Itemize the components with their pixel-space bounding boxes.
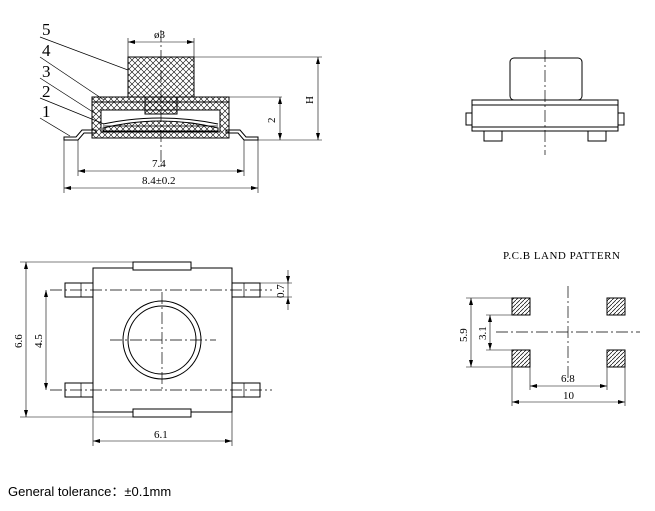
land-pattern-title: P.C.B LAND PATTERN — [503, 250, 620, 262]
side-section-view: 5 4 3 2 1 ø3 H — [39, 20, 322, 193]
dim-top-body-width-label: 6.1 — [154, 429, 168, 441]
cover-plate — [91, 96, 230, 103]
dim-land-inner-height-label: 3.1 — [477, 326, 489, 340]
front-terminal-left — [465, 112, 473, 126]
dim-pin-pitch: 4.5 — [33, 290, 48, 390]
dim-body-width: 7.4 — [77, 140, 245, 176]
dim-top-body-width: 6.1 — [92, 412, 233, 446]
dim-land-inner-height: 3.1 — [477, 314, 512, 351]
dim-land-outer-width-label: 10 — [563, 390, 575, 402]
dim-pin-pitch-label: 4.5 — [33, 334, 45, 348]
front-foot-right — [587, 130, 607, 142]
dim-total-width: 8.4±0.2 — [63, 140, 259, 193]
general-tolerance-note: General tolerance：±0.1mm — [8, 484, 172, 499]
front-actuator — [509, 57, 583, 101]
dim-total-width-label: 8.4±0.2 — [142, 175, 176, 187]
dim-body-width-label: 7.4 — [152, 158, 166, 170]
part-number-4: 4 — [42, 41, 51, 60]
dim-diameter-label: ø3 — [154, 29, 166, 41]
top-view: 6.6 4.5 0.7 6.1 — [13, 261, 292, 446]
pcb-land-pattern: P.C.B LAND PATTERN 5.9 3.1 — [458, 250, 640, 406]
dim-terminal-width-label: 0.7 — [275, 284, 287, 298]
part-number-1: 1 — [42, 102, 51, 121]
dim-land-outer-height: 5.9 — [458, 297, 512, 368]
dim-land-inner-width-label: 6.8 — [561, 373, 575, 385]
dim-body-height-label: 2 — [266, 118, 278, 124]
dim-land-inner-width: 6.8 — [529, 367, 608, 390]
pad-upper-right — [606, 297, 626, 316]
dim-terminal-width: 0.7 — [260, 270, 292, 310]
front-terminal-right — [617, 112, 625, 126]
right-terminal — [225, 129, 259, 141]
front-foot-left — [483, 130, 503, 142]
dim-land-outer-width: 10 — [511, 367, 626, 406]
top-tab — [132, 261, 192, 271]
part-number-5: 5 — [42, 20, 51, 39]
part-callouts: 5 4 3 2 1 — [39, 20, 129, 137]
dim-top-total-height: 6.6 — [13, 261, 133, 418]
dim-land-outer-height-label: 5.9 — [458, 328, 470, 342]
dim-total-height: H — [194, 56, 322, 141]
pad-lower-right — [606, 349, 626, 368]
pad-lower-left — [511, 349, 531, 368]
dim-actuator-diameter: ø3 — [127, 29, 195, 57]
front-view — [465, 50, 625, 155]
part-number-3: 3 — [42, 62, 51, 81]
part-number-2: 2 — [42, 82, 51, 101]
dim-top-total-height-label: 6.6 — [13, 334, 25, 348]
pad-upper-left — [511, 297, 531, 316]
dim-body-height: 2 — [229, 96, 282, 140]
bottom-tab — [132, 408, 192, 418]
dim-height-label: H — [304, 96, 316, 104]
